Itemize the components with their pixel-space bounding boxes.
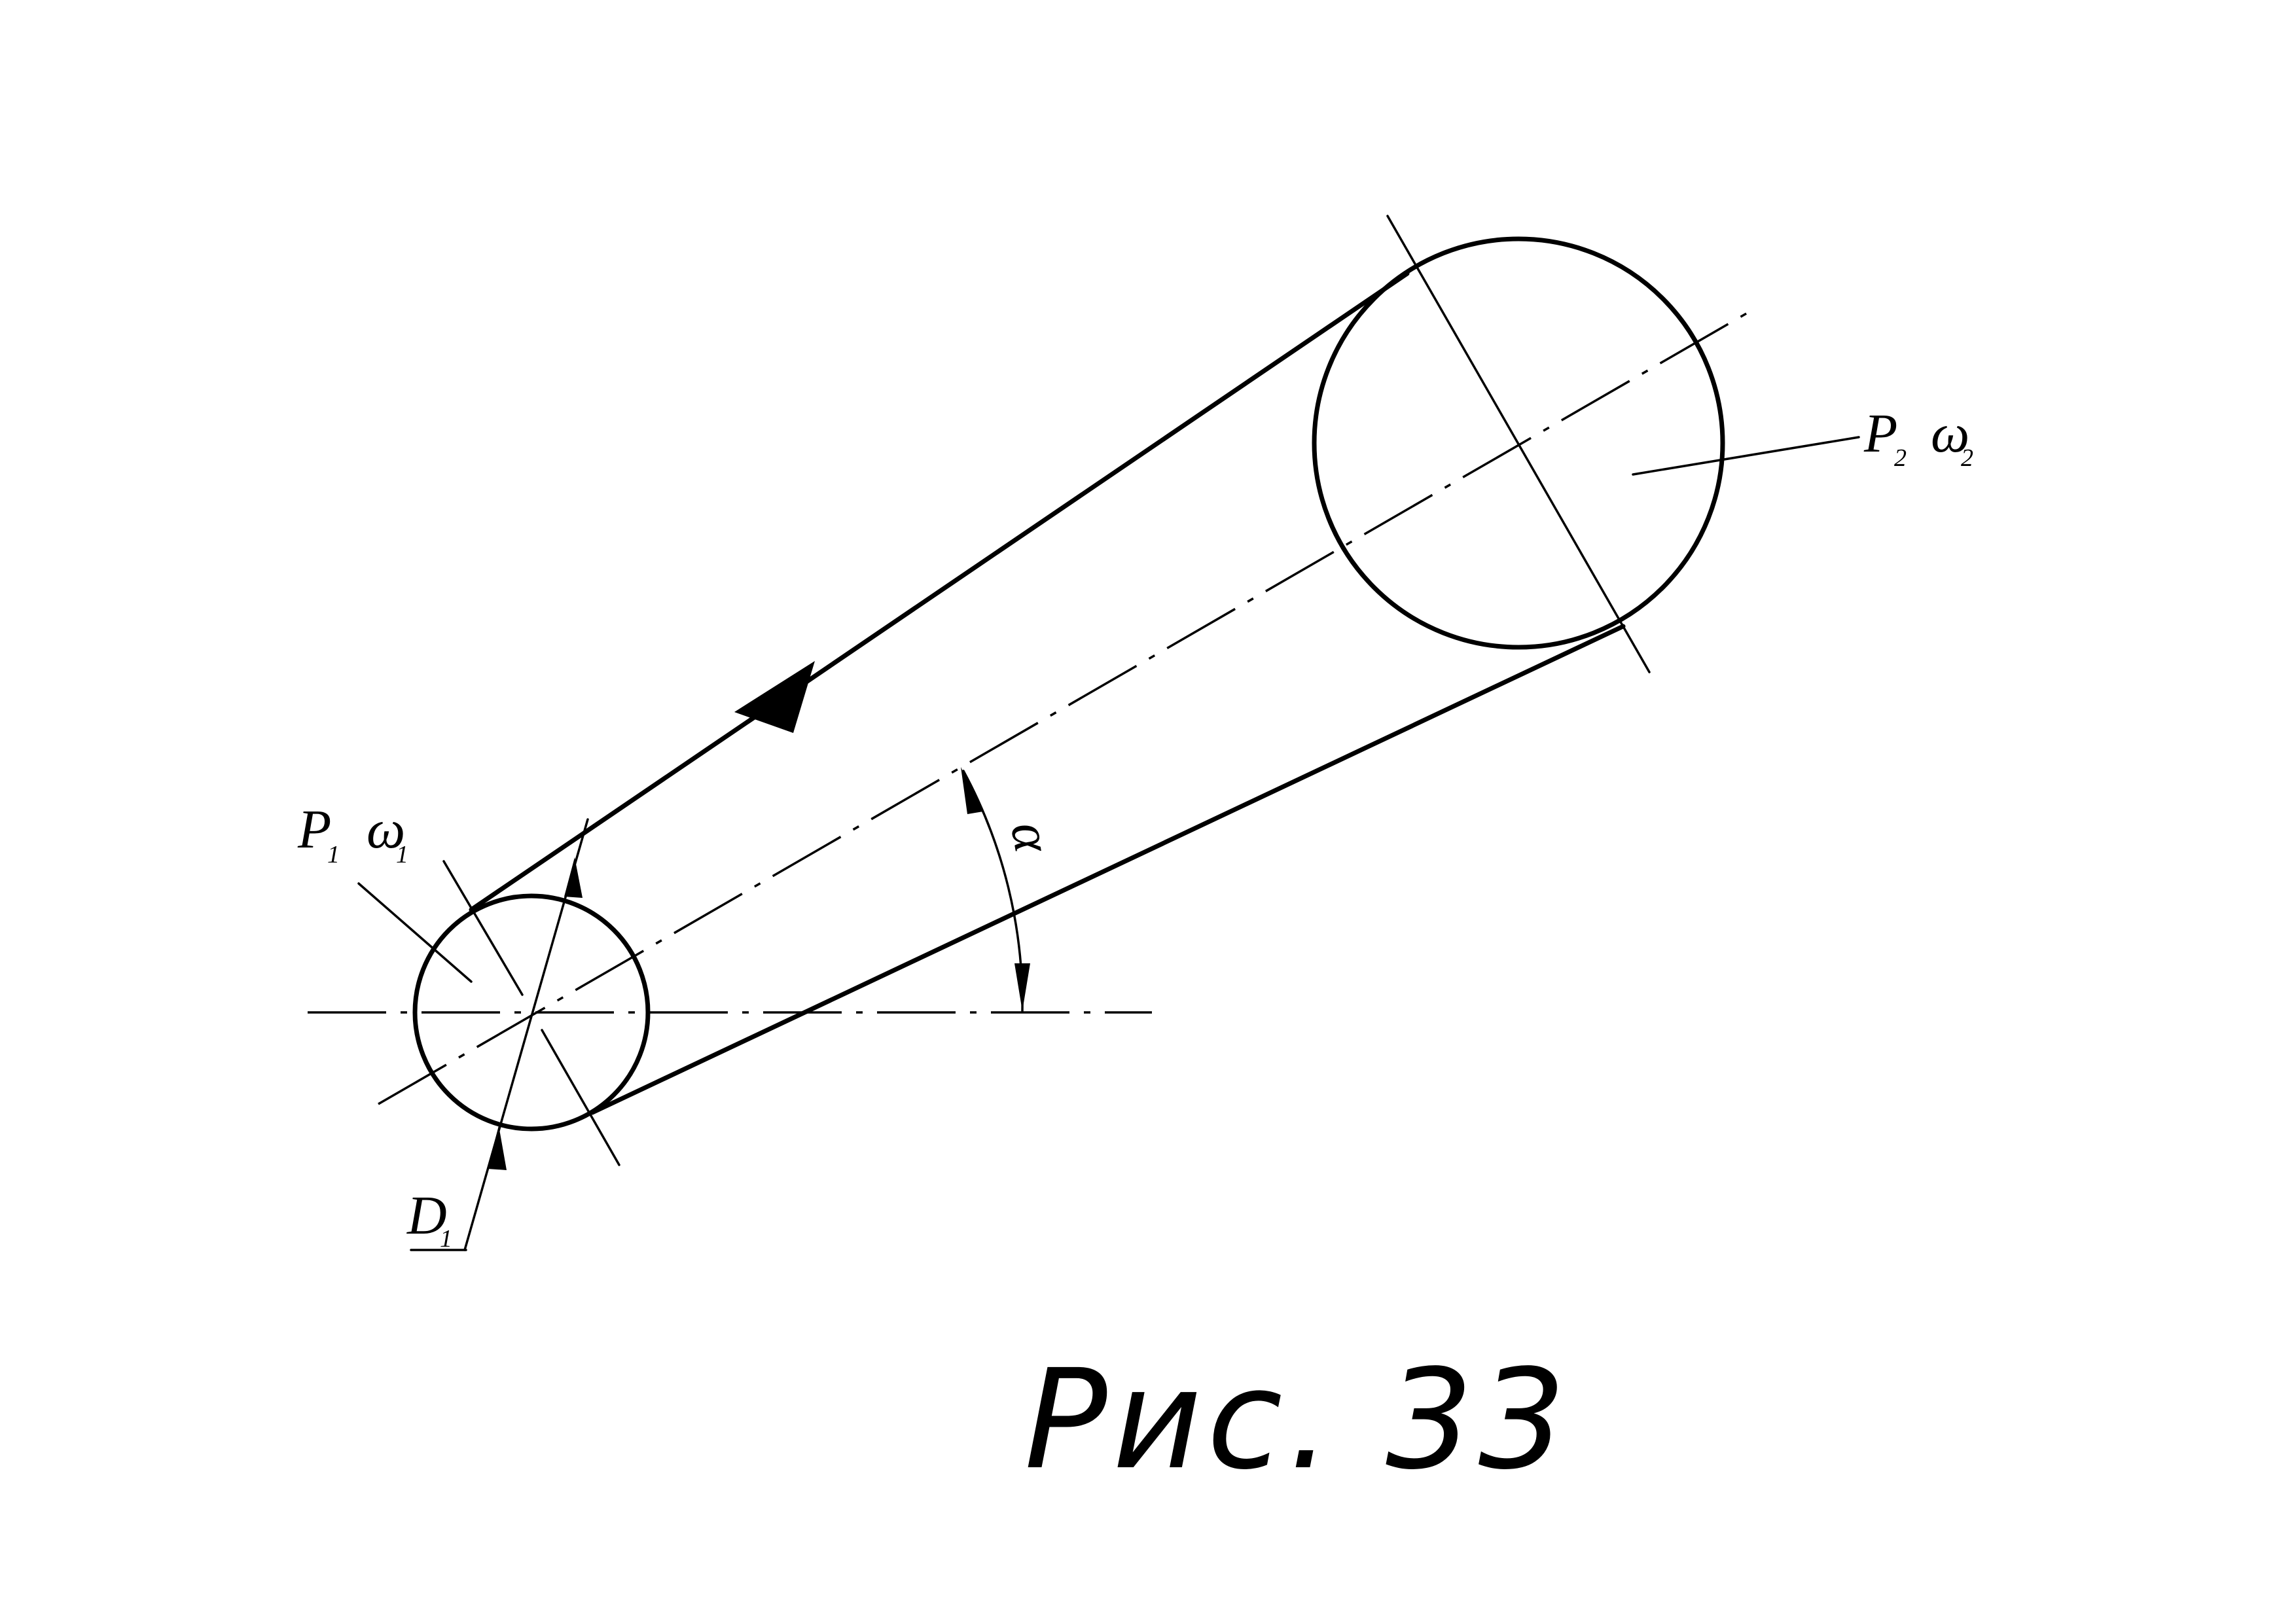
svg-text:ω: ω (1931, 403, 1969, 464)
diameter-label: D 1 (406, 1185, 452, 1253)
pulley1-label: P 1 ω 1 (297, 799, 408, 868)
diameter-arrow-top (564, 857, 583, 898)
svg-text:1: 1 (327, 841, 340, 868)
large-pulley (1312, 236, 1725, 650)
angle-arrow-bottom (1014, 963, 1030, 1011)
svg-text:D: D (406, 1185, 447, 1246)
pulley2-leader (1632, 436, 1860, 476)
angle-arrow-top (961, 767, 983, 814)
belt-direction-arrow (734, 661, 815, 733)
angle-label: α (999, 817, 1064, 857)
small-pulley-tangent-upper (442, 860, 524, 996)
small-pulley (412, 893, 651, 1132)
svg-text:P: P (1863, 403, 1897, 464)
belt-lower-span (590, 624, 1626, 1115)
diameter-arrow-bottom (488, 1126, 507, 1170)
svg-text:1: 1 (396, 841, 408, 868)
pulley2-label: P 2 ω 2 (1863, 403, 1973, 472)
svg-text:2: 2 (1894, 444, 1907, 472)
belt-upper-span (469, 271, 1410, 912)
svg-text:1: 1 (440, 1225, 452, 1253)
figure-caption: Рис. 33 (1024, 1340, 1571, 1500)
small-pulley-tangent-lower (541, 1029, 620, 1166)
svg-text:2: 2 (1961, 444, 1973, 472)
svg-text:P: P (297, 799, 331, 860)
large-pulley-tangent (1386, 215, 1651, 673)
svg-text:ω: ω (367, 799, 405, 860)
pulley1-leader (357, 882, 473, 983)
pulley-centerline (378, 312, 1748, 1105)
